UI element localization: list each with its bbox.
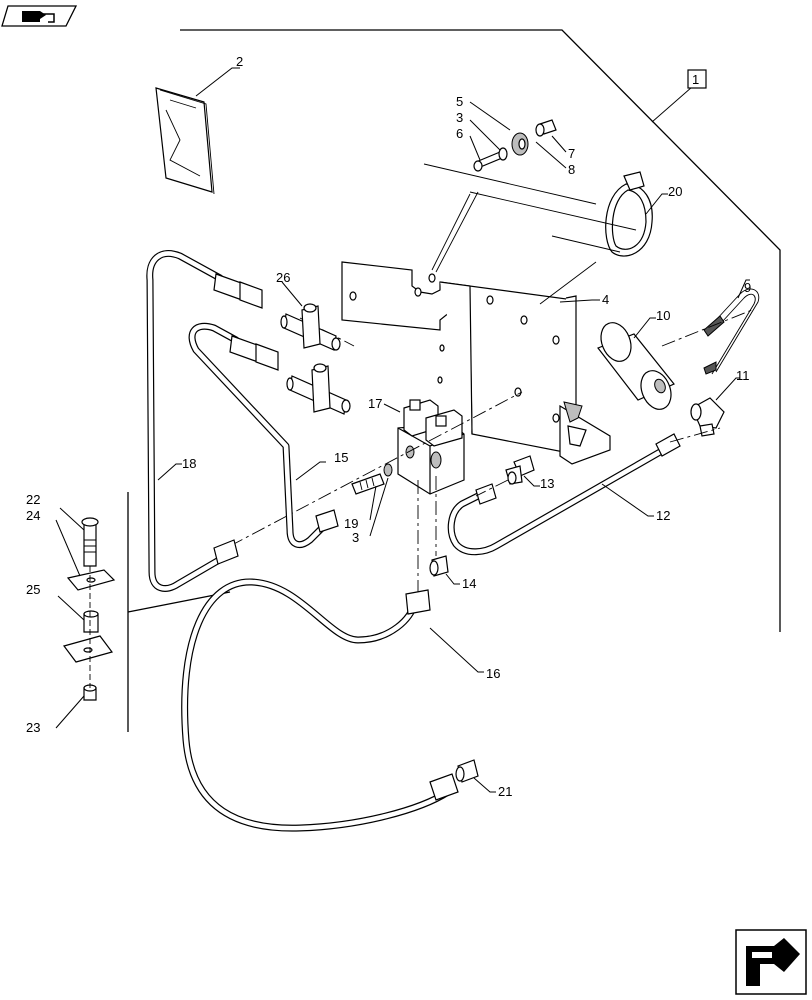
- callout-15: 15: [334, 450, 348, 465]
- callout-23: 23: [26, 720, 40, 735]
- fitting-21: [455, 759, 479, 783]
- callout-21: 21: [498, 784, 512, 799]
- callout-18: 18: [182, 456, 196, 471]
- valve-block: [397, 399, 465, 495]
- filter-cylinder: [597, 322, 675, 410]
- callout-7: 7: [568, 146, 575, 161]
- callout-12: 12: [656, 508, 670, 523]
- tube-12: [447, 433, 681, 556]
- callout-13: 13: [540, 476, 554, 491]
- callout-3-mid: 3: [352, 530, 359, 545]
- bolt-washer-set: [473, 119, 557, 172]
- next-page-arrow-icon[interactable]: [735, 929, 807, 995]
- mounting-bracket: [341, 261, 611, 465]
- stud-washer: [351, 463, 393, 495]
- callout-5: 5: [456, 94, 463, 109]
- group-outline: [180, 29, 781, 632]
- callout-11: 11: [736, 368, 750, 383]
- clamp-plate-24: [66, 569, 116, 591]
- callout-1: 1: [692, 72, 699, 87]
- spacer-25: [83, 610, 99, 633]
- tube-16: [181, 578, 459, 832]
- tube-15: [188, 322, 339, 549]
- assembly-view-icon[interactable]: [1, 5, 78, 27]
- callout-16: 16: [486, 666, 500, 681]
- tube-18: [146, 250, 263, 592]
- elbow-fitting-13: [505, 455, 535, 485]
- callout-14: 14: [462, 576, 476, 591]
- callout-3-top: 3: [456, 110, 463, 125]
- cable-strap: [605, 171, 653, 257]
- callout-19: 19: [344, 516, 358, 531]
- callout-26: 26: [276, 270, 290, 285]
- clamp-plate-lower: [62, 635, 114, 663]
- nut-14: [429, 555, 449, 577]
- callout-9: 9: [744, 280, 751, 295]
- callout-8: 8: [568, 162, 575, 177]
- tee-fitting-lower: [286, 363, 351, 415]
- bolt-22: [81, 517, 99, 567]
- callout-6: 6: [456, 126, 463, 141]
- callout-2: 2: [236, 54, 243, 69]
- elbow-fitting-right: [690, 397, 725, 437]
- wire-probe: [703, 288, 760, 375]
- callout-4: 4: [602, 292, 609, 307]
- callout-17: 17: [368, 396, 382, 411]
- callout-25: 25: [26, 582, 40, 597]
- reference-box: [687, 69, 707, 89]
- callout-10: 10: [656, 308, 670, 323]
- callout-20: 20: [668, 184, 682, 199]
- tee-fitting-26: [280, 303, 341, 351]
- operator-manual: [155, 87, 215, 195]
- callout-22: 22: [26, 492, 40, 507]
- callout-24: 24: [26, 508, 40, 523]
